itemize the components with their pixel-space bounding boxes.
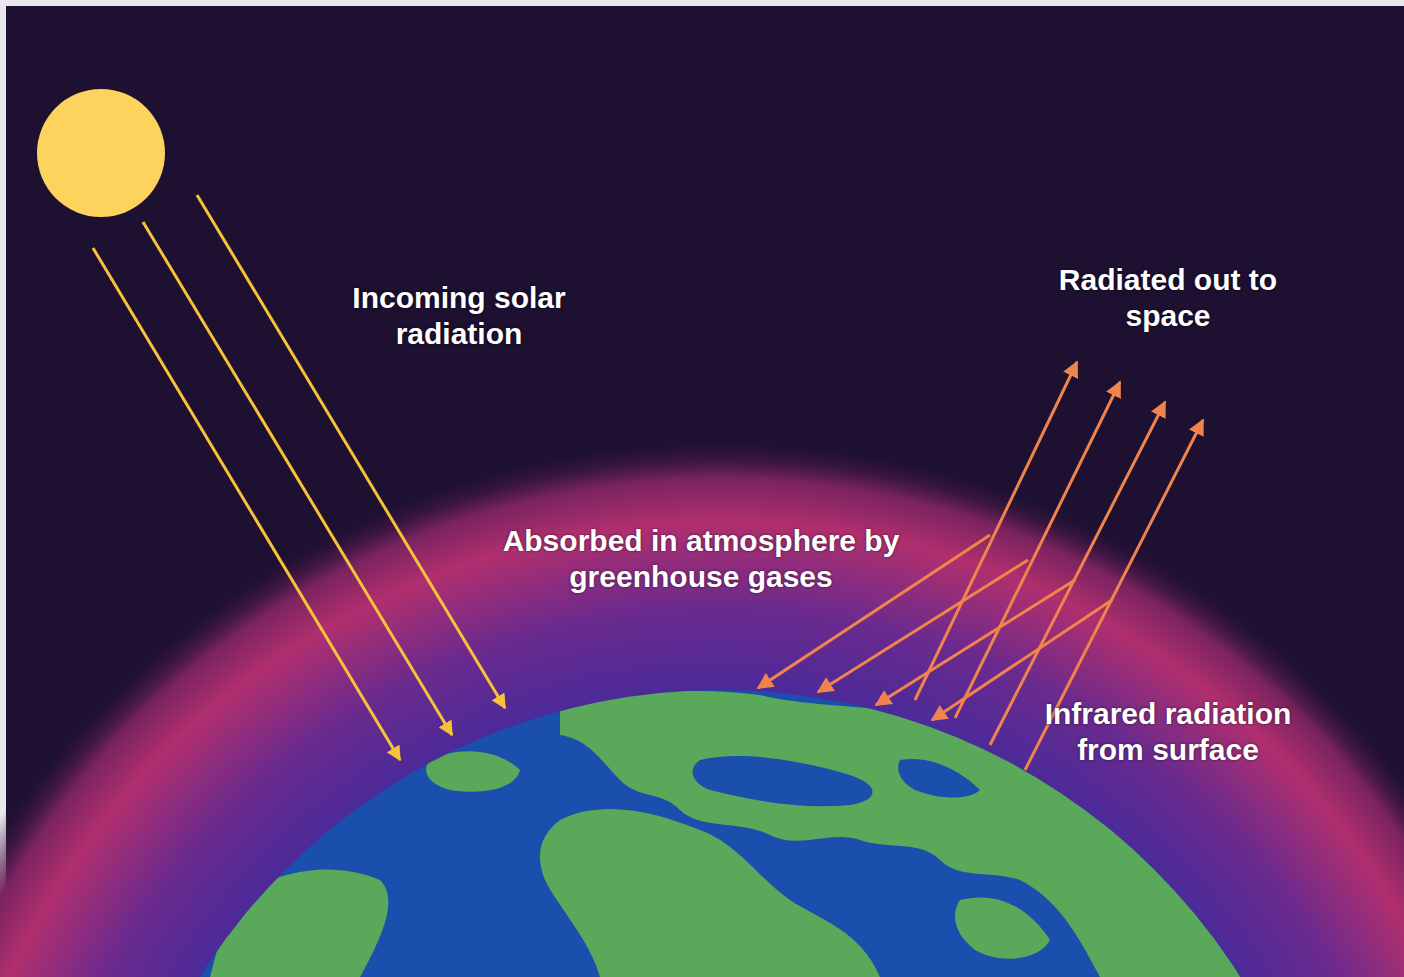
- atmosphere-glow: [0, 435, 1404, 977]
- earth-ocean: [105, 690, 1335, 977]
- earth-seas: [693, 756, 980, 806]
- frame-top: [0, 0, 1404, 6]
- sun: [37, 89, 165, 217]
- text-label: Radiated out to space: [1052, 262, 1284, 334]
- text-label: Absorbed in atmosphere by greenhouse gas…: [485, 523, 917, 595]
- text-label: Infrared radiation from surface: [1042, 696, 1294, 768]
- text-label: Incoming solar radiation: [334, 280, 584, 352]
- solar-rays: [93, 195, 505, 760]
